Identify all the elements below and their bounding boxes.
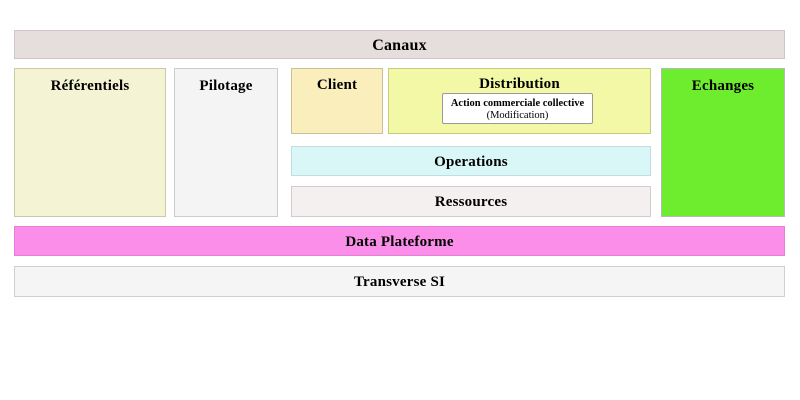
layer-client[interactable]: Client [291, 68, 383, 134]
action-card-subtitle: (Modification) [486, 110, 549, 122]
layer-data-plateforme[interactable]: Data Plateforme [14, 226, 785, 256]
layer-data-plateforme-label: Data Plateforme [345, 234, 454, 250]
layer-referentiels-label: Référentiels [50, 78, 130, 94]
layer-operations-label: Operations [434, 154, 508, 170]
action-card-title: Action commerciale collective [450, 98, 585, 109]
layer-transverse-si-label: Transverse SI [353, 274, 446, 290]
layer-echanges-label: Echanges [691, 78, 755, 94]
layer-client-label: Client [316, 77, 358, 93]
layer-pilotage[interactable]: Pilotage [174, 68, 278, 217]
layer-ressources[interactable]: Ressources [291, 186, 651, 217]
layer-ressources-label: Ressources [434, 194, 508, 210]
layer-referentiels[interactable]: Référentiels [14, 68, 166, 217]
layer-echanges[interactable]: Echanges [661, 68, 785, 217]
layer-canaux-label: Canaux [372, 37, 427, 54]
layer-operations[interactable]: Operations [291, 146, 651, 176]
layer-transverse-si[interactable]: Transverse SI [14, 266, 785, 297]
layer-distribution[interactable]: Distribution Action commerciale collecti… [388, 68, 651, 134]
layer-distribution-label: Distribution [479, 76, 560, 92]
layer-canaux[interactable]: Canaux [14, 30, 785, 59]
layer-pilotage-label: Pilotage [199, 78, 253, 94]
action-commerciale-collective-card[interactable]: Action commerciale collective (Modificat… [442, 93, 593, 124]
